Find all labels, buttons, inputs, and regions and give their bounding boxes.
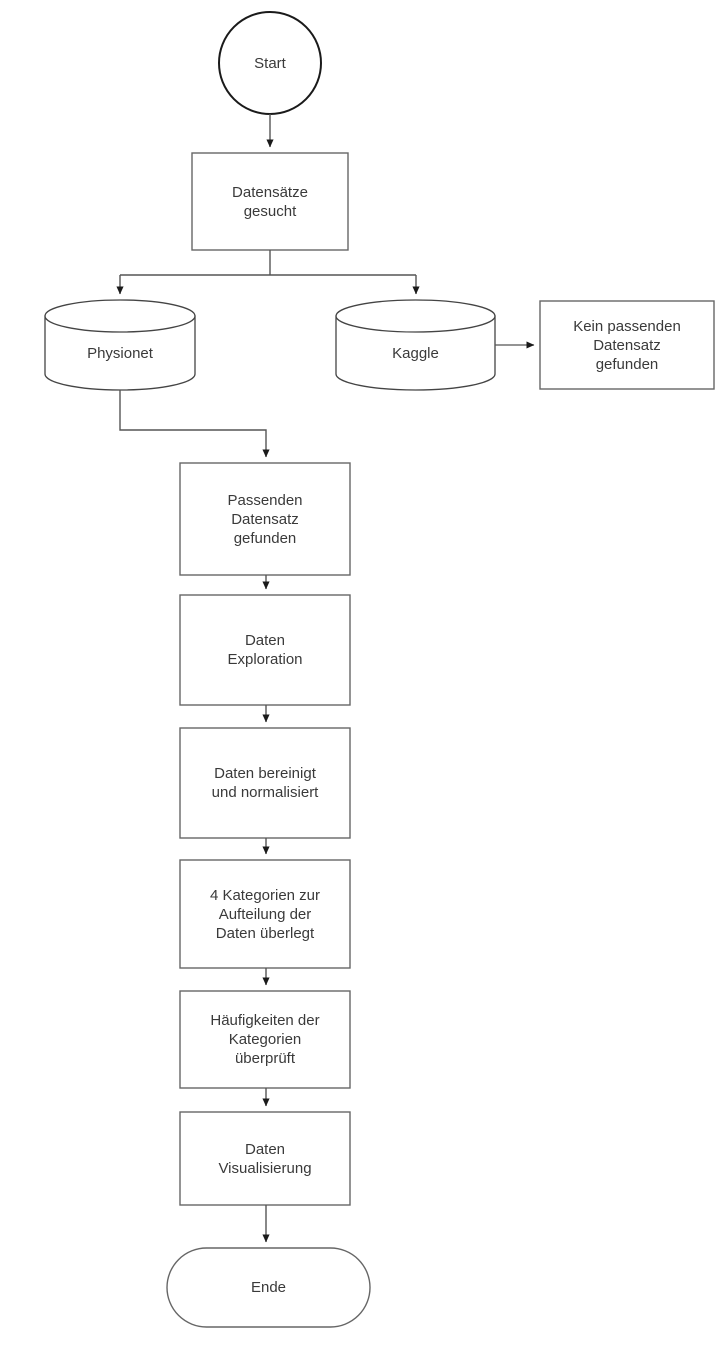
node-daten-visualisierung-shape xyxy=(179,1111,351,1206)
node-daten-bereinigt-shape xyxy=(179,727,351,839)
node-physionet-shape xyxy=(44,299,196,391)
node-start-shape xyxy=(218,11,322,115)
node-ende-shape xyxy=(166,1247,371,1328)
node-datensaetze-gesucht-shape xyxy=(191,152,349,251)
node-daten-exploration-shape xyxy=(179,594,351,706)
edge-physionet-to-passender xyxy=(119,390,270,458)
node-kategorien-ueberlegt-shape xyxy=(179,859,351,969)
node-kein-passender-shape xyxy=(539,300,715,390)
node-passender-gefunden-shape xyxy=(179,462,351,576)
node-kaggle-shape xyxy=(335,299,496,391)
node-haeufigkeiten-shape xyxy=(179,990,351,1089)
